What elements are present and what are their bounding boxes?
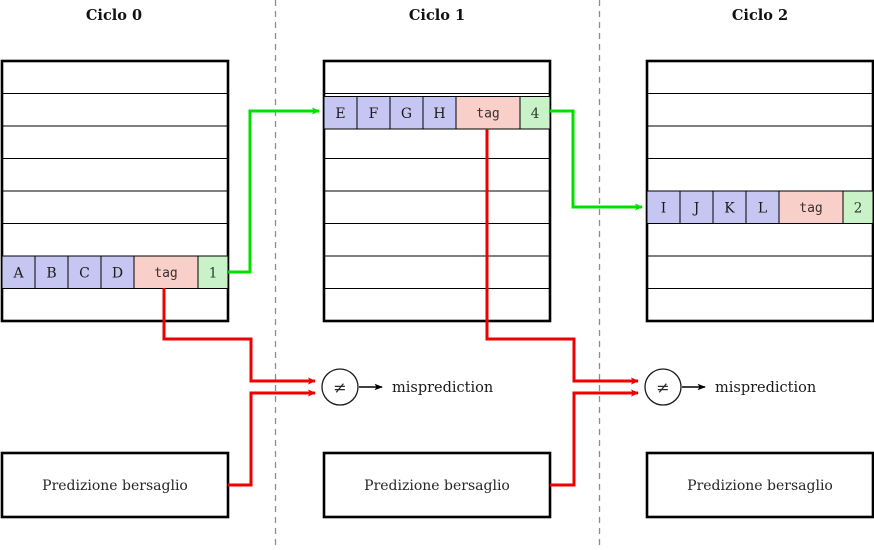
target-prediction-label-1: Predizione bersaglio — [364, 478, 510, 494]
counter-label: 4 — [531, 106, 540, 122]
target-prediction-box-1[interactable] — [322, 451, 552, 519]
instruction-cell[interactable] — [745, 190, 780, 224]
misprediction-label-1: misprediction — [715, 380, 816, 396]
target-prediction-cycle1[interactable]: Predizione bersaglio — [322, 451, 552, 519]
tag-label: tag — [154, 266, 177, 281]
comparator-circle-1[interactable] — [644, 368, 682, 406]
target-prediction-cycle2[interactable]: Predizione bersaglio — [645, 451, 874, 519]
fetch-bundle-row-cycle0[interactable]: A B C D tag 1 — [1, 255, 229, 289]
tag-wire-cycle1-to-comparator1 — [485, 129, 640, 385]
counter-cell[interactable] — [519, 96, 551, 130]
instruction-label: F — [369, 106, 379, 122]
misprediction-label-0: misprediction — [392, 380, 493, 396]
instruction-label: E — [335, 106, 345, 122]
target-prediction-label-0: Predizione bersaglio — [42, 478, 188, 494]
fetch-bundle-row-cycle1[interactable]: E F G H tag 4 — [323, 96, 551, 130]
instruction-label: J — [692, 201, 700, 217]
instruction-label: H — [433, 106, 445, 122]
instruction-queue-cycle0: A B C D tag 1 — [0, 59, 230, 323]
target-prediction-cycle0[interactable]: Predizione bersaglio — [0, 451, 230, 519]
tag-label: tag — [476, 107, 499, 122]
instruction-label: L — [758, 201, 767, 217]
fetch-redirect-wire-1-to-2 — [550, 109, 644, 211]
instruction-label: B — [46, 266, 56, 282]
instruction-cell[interactable] — [1, 255, 36, 289]
instruction-cell[interactable] — [712, 190, 747, 224]
target-prediction-box-0[interactable] — [0, 451, 230, 519]
not-equal-icon: ≠ — [333, 378, 346, 397]
instruction-queue-cycle2: I J K L tag 2 — [645, 59, 874, 323]
instruction-label: A — [12, 266, 24, 282]
instruction-label: I — [661, 201, 667, 217]
target-prediction-label-2: Predizione bersaglio — [687, 478, 833, 494]
instruction-cell[interactable] — [356, 96, 391, 130]
counter-label: 2 — [854, 201, 863, 217]
instruction-cell[interactable] — [679, 190, 714, 224]
instruction-cell[interactable] — [646, 190, 681, 224]
prediction-wire-cycle0-to-comparator0 — [228, 389, 317, 487]
instruction-label: D — [112, 266, 123, 282]
target-prediction-box-2[interactable] — [645, 451, 874, 519]
counter-label: 1 — [209, 266, 218, 282]
instruction-cell[interactable] — [389, 96, 424, 130]
comparator-0[interactable]: ≠ misprediction — [321, 368, 493, 406]
instruction-cell[interactable] — [34, 255, 69, 289]
cycle-title-0: Ciclo 0 — [86, 7, 142, 24]
cycle-title-1: Ciclo 1 — [409, 7, 465, 24]
tag-wire-cycle0-to-comparator0 — [162, 288, 317, 385]
instruction-cell[interactable] — [100, 255, 135, 289]
prediction-wire-cycle1-to-comparator1 — [550, 389, 640, 487]
instruction-label: G — [401, 106, 412, 122]
comparator-circle-0[interactable] — [321, 368, 359, 406]
tag-label: tag — [799, 201, 822, 216]
instruction-queue-cycle1: E F G H tag 4 — [322, 59, 552, 323]
instruction-label: C — [79, 266, 90, 282]
fetch-redirect-wire-0-to-1 — [228, 107, 321, 274]
counter-cell[interactable] — [842, 190, 874, 224]
tag-cell[interactable] — [778, 190, 844, 224]
tag-cell[interactable] — [455, 96, 521, 130]
cycle-title-2: Ciclo 2 — [732, 7, 788, 24]
comparator-1[interactable]: ≠ misprediction — [644, 368, 816, 406]
instruction-cell[interactable] — [422, 96, 457, 130]
fetch-bundle-row-cycle2[interactable]: I J K L tag 2 — [646, 190, 874, 224]
instruction-label: K — [724, 201, 735, 217]
not-equal-icon: ≠ — [656, 378, 669, 397]
